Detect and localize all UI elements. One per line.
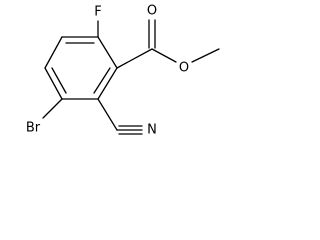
ring-bond-c4-c5-inner [51,67,67,94]
ring-bond-c4-c5 [44,67,63,100]
ring-bond-c6-c1 [97,67,118,100]
ester-oxygen-label: O [179,61,189,76]
bond-c6-nitrile-carbon [97,98,118,131]
bond-c1-carbonyl-carbon [116,48,153,69]
fluorine-label: F [94,5,101,20]
molecule-structure: F O O Br N [26,4,220,138]
ring-bond-c6-c1-inner [93,67,111,94]
bond-ester-oxygen-methyl [191,48,220,63]
ring-bond-c1-c2 [97,36,118,69]
ring-bond-c3-c4 [44,36,63,69]
bond-carbonyl-ester-oxygen [151,48,177,63]
bond-c5-bromine [42,98,63,119]
nitrile-nitrogen-label: N [147,123,157,138]
bromine-label: Br [26,121,41,136]
carbonyl-oxygen-label: O [147,4,157,19]
